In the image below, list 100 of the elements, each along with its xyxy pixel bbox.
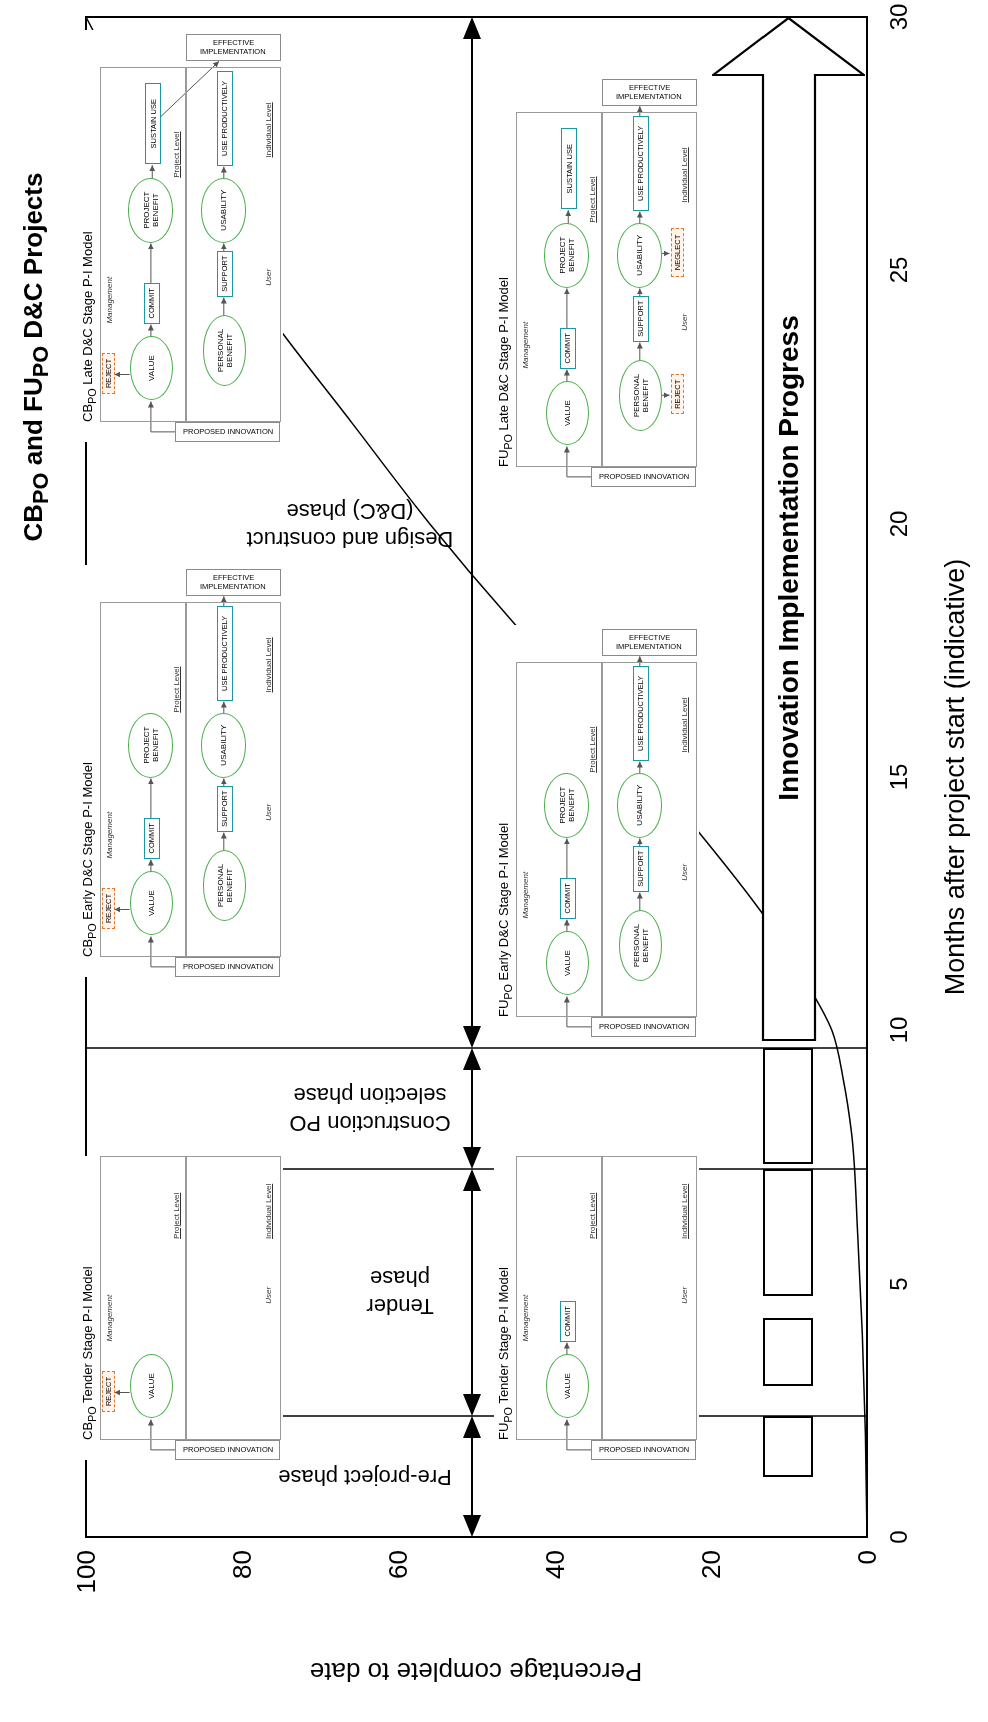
level-label: Project Level [588, 1192, 599, 1239]
tick-label: 0 [884, 1529, 913, 1546]
arrow [636, 892, 643, 912]
arrow [220, 166, 227, 180]
diagram-card [494, 1156, 699, 1460]
axis-title: Months after project start (indicative) [939, 557, 971, 998]
arrow [147, 401, 176, 433]
arrow [660, 250, 670, 257]
tick-label: 0 [852, 1550, 882, 1567]
axis-title: Percentage complete to date [308, 1656, 644, 1689]
arrow [563, 996, 592, 1028]
ellipse-node: VALUE [546, 930, 590, 996]
arrow [563, 446, 592, 478]
arrow [147, 778, 154, 820]
swimlane [99, 601, 186, 957]
lane-label: Management [520, 1294, 531, 1342]
tick-label: 15 [884, 762, 913, 793]
ellipse-node: USABILITY [616, 772, 663, 838]
level-label: Individual Level [679, 1183, 690, 1239]
lane-label: User [679, 1286, 690, 1304]
arrow [565, 209, 572, 225]
swimlane [99, 66, 186, 422]
swimlane [602, 111, 697, 467]
swimlane [515, 111, 602, 467]
arrow [636, 761, 643, 775]
arrow [159, 60, 220, 118]
swimlane [186, 1156, 281, 1440]
empty-box [763, 1048, 813, 1164]
arrow [220, 595, 227, 608]
tick-label: 100 [71, 1550, 101, 1596]
ellipse-node: PERSONAL BENEFIT [619, 910, 663, 981]
empty-box [763, 1169, 813, 1296]
tick-label: 20 [696, 1550, 726, 1581]
arrow [636, 342, 643, 362]
arrow [220, 832, 227, 852]
swimlane [515, 1156, 602, 1440]
tick-label: 40 [540, 1550, 570, 1581]
ellipse-node: PROJECT BENEFIT [543, 772, 590, 838]
arrow [220, 778, 227, 788]
arrow [220, 297, 227, 317]
swimlane [186, 601, 281, 957]
ellipse-node: VALUE [546, 380, 590, 446]
swimlane [602, 1156, 697, 1440]
tick-label: 25 [884, 255, 913, 286]
arrow [660, 392, 670, 399]
arrow [147, 243, 154, 285]
swimlane [99, 1156, 186, 1440]
ellipse-node: VALUE [130, 335, 174, 401]
ellipse-node: USABILITY [200, 177, 247, 243]
level-label: Project Level [172, 131, 183, 178]
arrow [220, 243, 227, 253]
tick-label: 5 [884, 1276, 913, 1293]
swimlane [186, 66, 281, 422]
level-label: Project Level [172, 1192, 183, 1239]
ellipse-node: VALUE [130, 1353, 174, 1419]
swimlane [515, 661, 602, 1017]
lane-label: Management [104, 811, 115, 859]
level-label: Individual Level [263, 1183, 274, 1239]
lane-label: Management [104, 1294, 115, 1342]
level-label: Project Level [588, 726, 599, 773]
lane-label: User [263, 1286, 274, 1304]
swimlane [602, 661, 697, 1017]
lane-label: Management [520, 321, 531, 369]
ellipse-node: USABILITY [616, 222, 663, 288]
tick-label: 10 [884, 1015, 913, 1046]
phase-label: Pre-project phase [277, 1464, 453, 1491]
level-label: Project Level [172, 666, 183, 713]
ellipse-node: PERSONAL BENEFIT [203, 850, 247, 921]
tick-label: 30 [884, 2, 913, 33]
ellipse-node: VALUE [130, 870, 174, 936]
arrow [147, 936, 176, 968]
tick-label: 80 [227, 1550, 257, 1581]
lane-label: User [679, 863, 690, 881]
lane-label: User [263, 803, 274, 821]
lane-label: User [679, 313, 690, 331]
ellipse-node: PERSONAL BENEFIT [203, 315, 247, 386]
level-label: Individual Level [679, 697, 690, 753]
ellipse-node: PERSONAL BENEFIT [619, 360, 663, 431]
arrow [563, 288, 570, 330]
phase-label: Tender phase [365, 1265, 435, 1320]
level-label: Individual Level [263, 637, 274, 693]
arrow [149, 164, 156, 180]
arrow [636, 211, 643, 225]
arrow [563, 369, 570, 383]
arrow [563, 1419, 592, 1451]
arrow [636, 288, 643, 298]
lane-label: Management [104, 276, 115, 324]
empty-box [763, 1318, 813, 1386]
arrow [113, 1389, 131, 1396]
lane-label: Management [520, 871, 531, 919]
arrow [147, 1419, 176, 1451]
tick-label: 20 [884, 509, 913, 540]
arrow [220, 701, 227, 715]
ellipse-node: PROJECT BENEFIT [127, 712, 174, 778]
empty-box [763, 1416, 813, 1477]
arrow [113, 906, 131, 913]
phase-label: Design and construct (D&C) phase [245, 498, 455, 553]
arrow [147, 859, 154, 873]
arrow [563, 1342, 570, 1356]
ellipse-node: PROJECT BENEFIT [543, 222, 590, 288]
